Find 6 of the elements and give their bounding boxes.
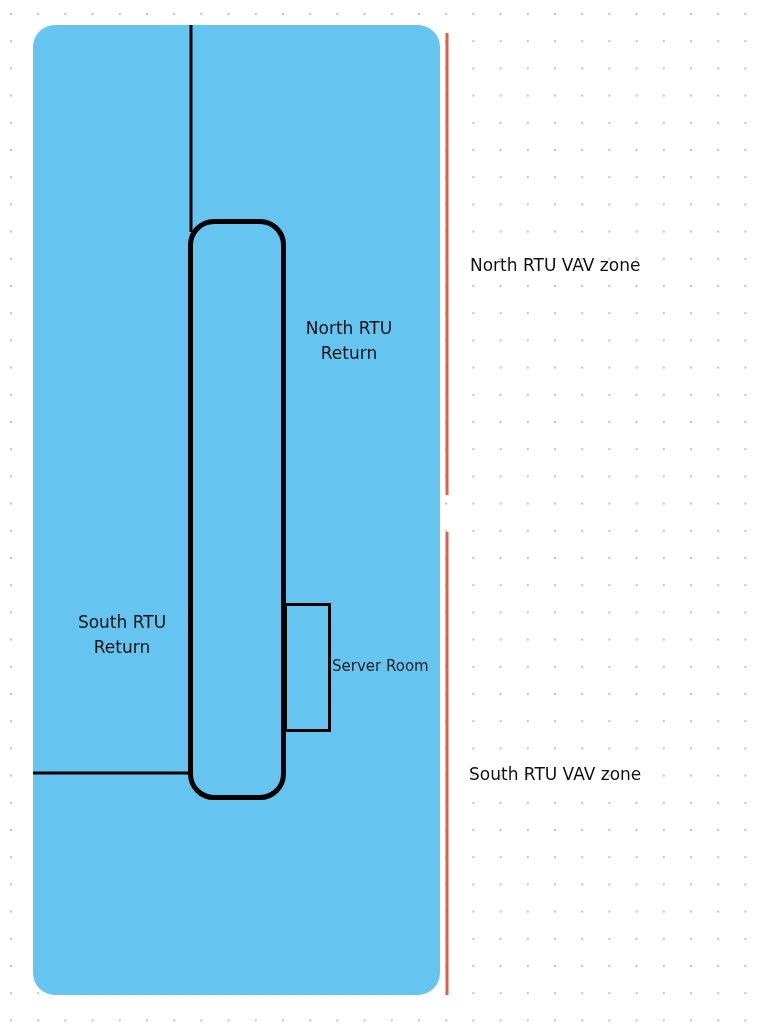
- area-label: North RTU Return: [304, 317, 394, 365]
- room-label: Server Room: [332, 657, 429, 675]
- area-label: South RTU Return: [76, 611, 168, 659]
- zone-label: North RTU VAV zone: [470, 254, 642, 277]
- core-outline: [188, 219, 286, 800]
- zone-label: South RTU VAV zone: [469, 763, 643, 786]
